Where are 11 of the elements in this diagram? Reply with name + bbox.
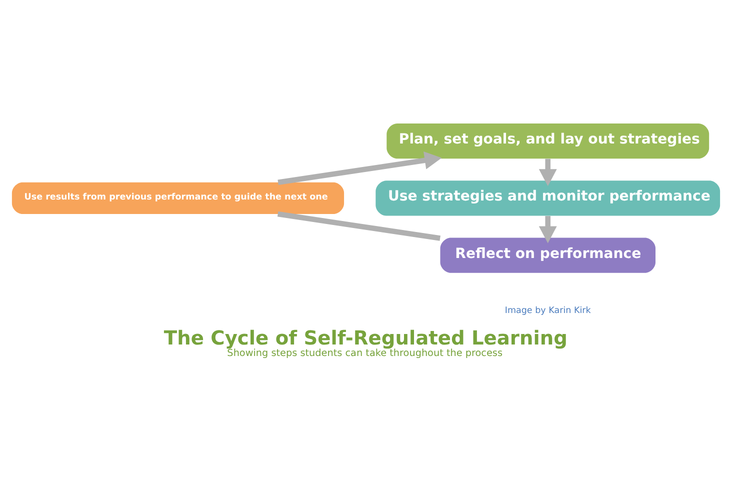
- diagram-title: The Cycle of Self-Regulated Learning: [164, 326, 568, 350]
- node-box: Plan, set goals, and lay out strategies: [386, 124, 710, 159]
- caption: Showing steps students can take throughout the process: [227, 348, 502, 360]
- arrow: [278, 152, 442, 185]
- node-box: Use results from previous performance to guide the next one: [12, 182, 344, 214]
- arrow: [538, 158, 557, 186]
- node-box: Reflect on performance: [440, 238, 656, 273]
- arrow: [538, 216, 557, 244]
- label: Image by Karin Kirk: [504, 306, 591, 316]
- node-box: Use strategies and monitor performance: [376, 180, 720, 216]
- connector: [277, 211, 440, 241]
